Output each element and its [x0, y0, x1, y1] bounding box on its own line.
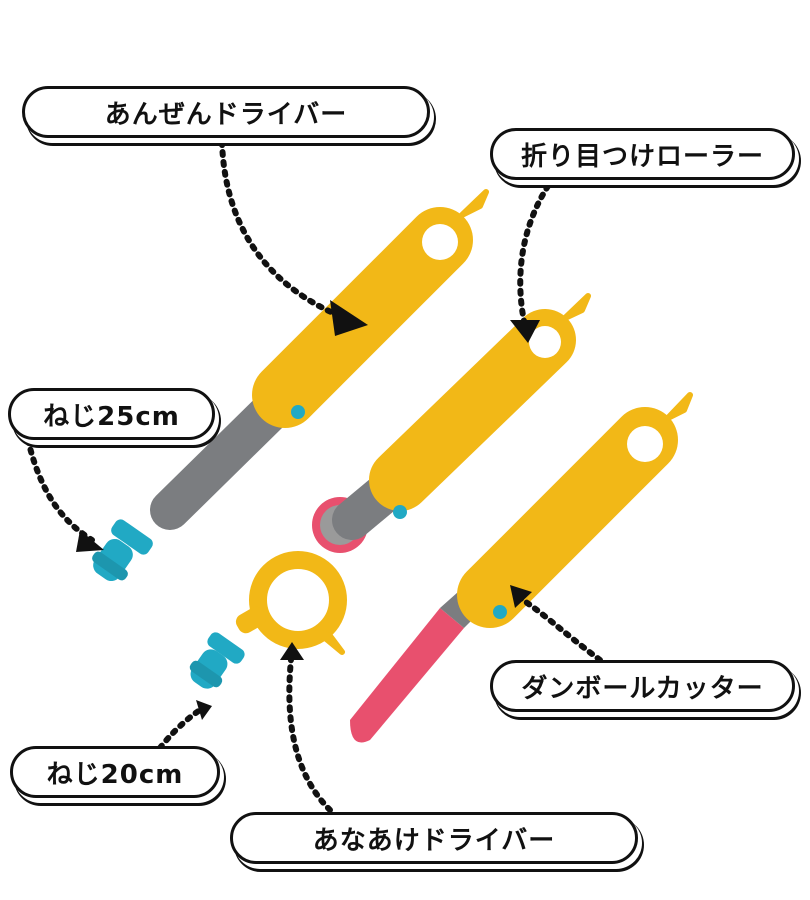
label-hole-driver: あなあけドライバー	[230, 812, 638, 864]
screw-25-part	[92, 519, 153, 582]
arrowhead-hole-driver-icon	[280, 642, 304, 660]
label-cardboard-cutter: ダンボールカッター	[490, 660, 795, 712]
cutter-handle-hole	[627, 426, 663, 462]
arrow-hole-driver-icon	[286, 647, 333, 813]
arrowhead-screw-25-icon	[76, 530, 104, 552]
cutter-yellow-handle	[457, 407, 678, 628]
arrow-crease-roller-icon	[517, 183, 551, 329]
arrow-heads	[76, 300, 540, 720]
arrow-cardboard-cutter-icon	[512, 592, 603, 663]
arrow-screw-20-icon	[157, 707, 203, 751]
ring-tip-spike	[315, 629, 345, 655]
driver-teal-dot	[291, 405, 305, 419]
cutter-pink-blade	[350, 608, 464, 743]
arrowhead-screw-20-icon	[196, 700, 212, 720]
arrowhead-cardboard-cutter-icon	[510, 585, 532, 608]
roller-yellow-handle	[369, 309, 576, 511]
arrowhead-safety-driver-icon	[330, 300, 368, 336]
label-safety-driver: あんぜんドライバー	[22, 86, 430, 138]
label-screw-20: ねじ20cm	[10, 746, 220, 798]
ring-left-nub	[235, 606, 267, 634]
hole-driver-ring	[235, 551, 347, 655]
safety-driver-tool	[150, 189, 489, 530]
arrow-safety-driver-icon	[219, 139, 353, 323]
driver-yellow-handle	[252, 207, 473, 428]
screw-20-part	[189, 632, 245, 689]
label-screw-25: ねじ25cm	[8, 388, 215, 440]
cutter-teal-dot	[493, 605, 507, 619]
ring-yellow	[249, 551, 347, 649]
crease-roller-tool	[312, 293, 591, 553]
cutter-tip-spike	[665, 392, 693, 421]
arrow-screw-25-icon	[25, 437, 95, 543]
cardboard-cutter-tool	[350, 392, 693, 743]
roller-handle-hole	[529, 326, 561, 358]
label-crease-roller: 折り目つけローラー	[490, 128, 795, 180]
roller-teal-dot	[393, 505, 407, 519]
driver-handle-hole	[422, 224, 458, 260]
roller-tip-spike	[562, 293, 591, 321]
arrowhead-crease-roller-icon	[510, 320, 540, 343]
driver-tip-spike	[459, 189, 489, 218]
